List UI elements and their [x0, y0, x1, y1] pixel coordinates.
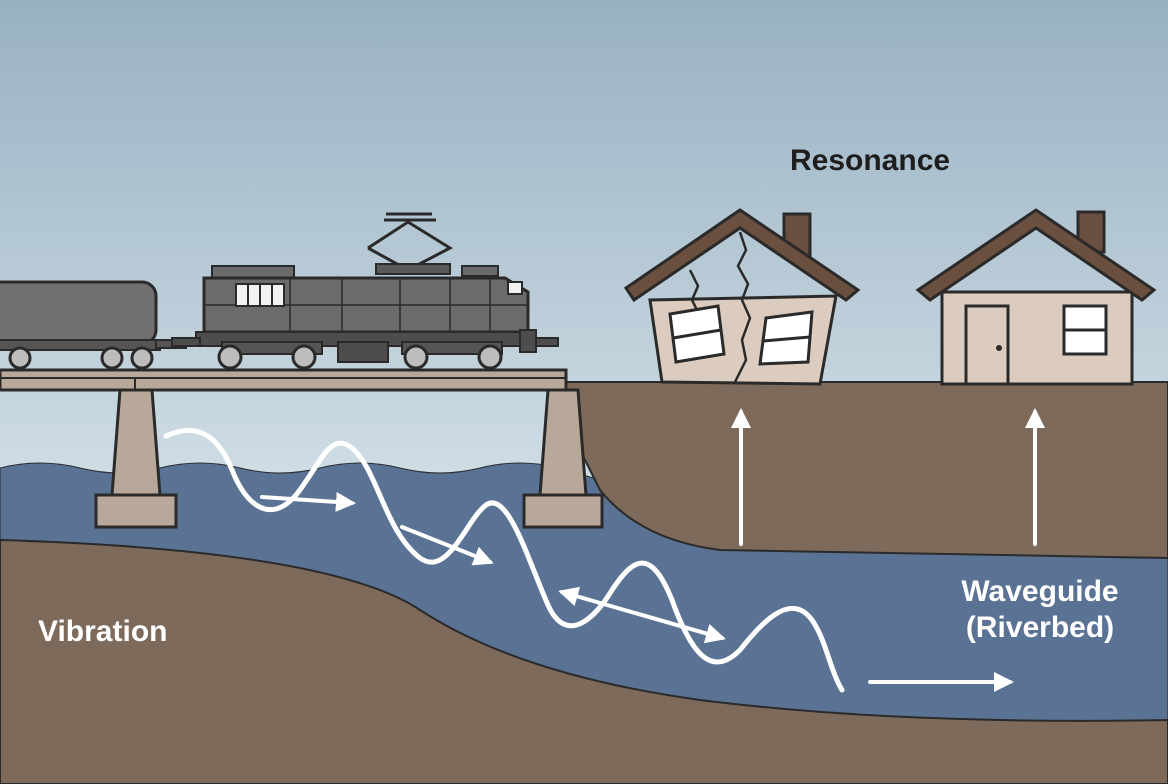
arrow-3-double [558, 586, 726, 644]
resonance-label: Resonance [790, 144, 951, 177]
door [964, 304, 1010, 386]
waveguide-label-line1: Waveguide [961, 575, 1119, 608]
arrow-2 [400, 525, 494, 566]
ground-right-bank [563, 381, 1168, 560]
waveguide-label-line2: (Riverbed) [965, 611, 1115, 644]
waveguide-label: Waveguide (Riverbed) [944, 574, 1136, 646]
wall-cracks [688, 231, 752, 385]
arrow-1 [260, 491, 356, 512]
cab-windows [235, 281, 523, 307]
bridge-deck [0, 368, 568, 392]
freight-car [0, 280, 187, 370]
vibration-wave [163, 428, 845, 693]
bridge-pier-left [94, 388, 178, 529]
damaged-house [623, 208, 861, 386]
locomotive [171, 212, 559, 370]
ground-lower [0, 538, 1168, 784]
intact-house-window [1062, 304, 1108, 356]
intact-house [915, 208, 1157, 386]
vibration-label: Vibration [38, 615, 168, 648]
damaged-house-windows [668, 304, 814, 366]
locomotive-wheels [217, 344, 503, 370]
propagation-arrows [260, 408, 1045, 692]
bridge-pier-right [522, 388, 604, 529]
